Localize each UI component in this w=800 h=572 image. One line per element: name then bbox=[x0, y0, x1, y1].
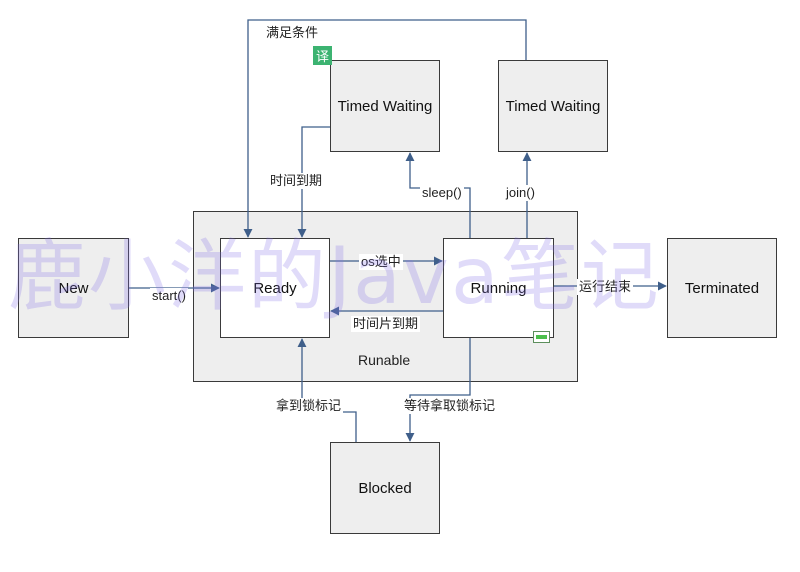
state-blocked: Blocked bbox=[330, 442, 440, 534]
arrow-got-lock bbox=[297, 338, 357, 442]
label-time-slice: 时间片到期 bbox=[351, 316, 421, 332]
state-running: Running bbox=[443, 238, 554, 338]
state-timed-waiting-left: Timed Waiting bbox=[330, 60, 440, 152]
label-os-select: os选中 bbox=[359, 254, 403, 270]
state-timed-waiting-right: Timed Waiting bbox=[498, 60, 608, 152]
label-join: join() bbox=[504, 185, 537, 201]
label-wait-lock: 等待拿取锁标记 bbox=[402, 398, 498, 414]
arrow-time-expired bbox=[297, 126, 330, 238]
label-time-expired: 时间到期 bbox=[268, 173, 325, 189]
runable-label: Runable bbox=[358, 352, 411, 368]
state-new: New bbox=[18, 238, 129, 338]
state-terminated: Terminated bbox=[667, 238, 777, 338]
arrow-condition-met bbox=[243, 19, 527, 238]
state-ready: Ready bbox=[220, 238, 330, 338]
arrow-wait-lock bbox=[405, 338, 471, 442]
battery-icon bbox=[533, 331, 550, 343]
label-sleep: sleep() bbox=[420, 185, 464, 201]
label-got-lock: 拿到锁标记 bbox=[274, 398, 344, 414]
translate-icon[interactable]: 译 bbox=[313, 46, 332, 65]
label-condition-met: 满足条件 bbox=[264, 25, 321, 41]
label-start: start() bbox=[150, 288, 188, 304]
label-run-end: 运行结束 bbox=[577, 279, 634, 295]
